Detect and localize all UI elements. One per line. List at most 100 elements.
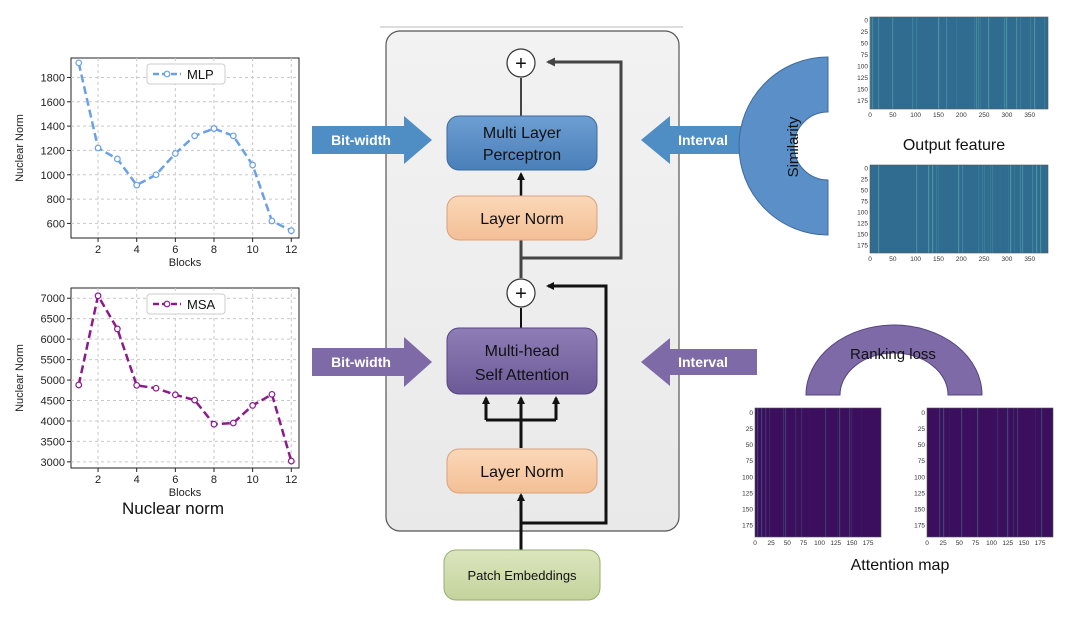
attn-right-stripe (949, 408, 951, 537)
feature-top-stripe (904, 17, 906, 109)
feature-top-stripe (978, 17, 980, 109)
mlp-x-tick-label: 4 (134, 244, 140, 256)
interval-bottom-label: Interval (678, 354, 728, 370)
attn-left-stripe (761, 408, 763, 537)
attn-right-x-tick-label: 25 (940, 540, 948, 547)
attn-left-y-tick-label: 0 (749, 410, 753, 417)
mlp-box (446, 115, 598, 171)
attn-right-y-tick-label: 25 (918, 426, 926, 433)
feature-bottom-stripe (1020, 165, 1022, 253)
feature-bottom-stripe (938, 165, 940, 253)
mlp-y-tick-label: 600 (47, 218, 65, 230)
feature-top-stripe (872, 17, 874, 109)
attn-right-stripe (957, 408, 959, 537)
feature-bottom-y-tick-label: 175 (857, 242, 868, 249)
feature-bottom-stripe (988, 165, 990, 253)
feature-bottom-stripe (928, 165, 930, 253)
mlp-data-point (268, 217, 276, 225)
msa-label-line2: Self Attention (475, 367, 569, 384)
mlp-y-tick-label: 1600 (41, 97, 65, 109)
add-symbol-top: + (515, 53, 527, 75)
feature-top-y-tick-label: 75 (861, 52, 869, 59)
mlp-legend-marker (163, 70, 171, 78)
feature-top-x-tick-label: 250 (979, 112, 990, 119)
attn-right-y-tick-label: 175 (914, 523, 925, 530)
feature-bottom-stripe (1040, 165, 1042, 253)
feature-top-stripe (1006, 17, 1008, 109)
mlp-data-point (287, 227, 295, 235)
attn-left-stripe (825, 408, 827, 537)
attn-left-x-tick-label: 125 (830, 540, 841, 547)
feature-bottom-stripe (962, 165, 964, 253)
bitwidth-bottom-label: Bit-width (331, 354, 391, 370)
output-feature-caption: Output feature (903, 137, 1005, 154)
bitwidth-arrow-bottom (312, 337, 432, 387)
mlp-x-tick-label: 6 (172, 244, 178, 256)
feature-bottom-x-tick-label: 0 (868, 256, 872, 263)
mlp-label-line1: Multi Layer (483, 125, 562, 142)
feature-top-x-tick-label: 300 (1001, 112, 1012, 119)
attn-right-y-tick-label: 100 (914, 474, 925, 481)
attn-right-y-tick-label: 0 (921, 410, 925, 417)
ranking-loss-label: Ranking loss (850, 346, 936, 363)
feature-bottom-y-tick-label: 0 (864, 165, 868, 172)
attn-left-stripe (757, 408, 759, 537)
mlp-x-axis-label: Blocks (169, 257, 202, 269)
attn-right-stripe (1017, 408, 1019, 537)
mlp-x-tick-label: 2 (95, 244, 101, 256)
mlp-y-axis-label: Nuclear Norm (14, 114, 26, 182)
attn-left-x-tick-label: 175 (863, 540, 874, 547)
feature-bottom-stripe (1032, 165, 1034, 253)
mlp-data-point (113, 155, 121, 163)
feature-bottom-stripe (978, 165, 980, 253)
interval-top-label: Interval (678, 132, 728, 148)
residual-path-bottom (521, 282, 608, 525)
msa-data-point (171, 391, 179, 399)
attn-left-stripe (801, 408, 803, 537)
mlp-label-line2: Perceptron (483, 147, 561, 164)
interval-arrow-top (641, 116, 757, 164)
feature-bottom-stripe (982, 165, 984, 253)
mlp-y-tick-label: 1400 (41, 121, 65, 133)
feature-top-stripe (946, 17, 948, 109)
patch-embeddings-box (443, 549, 601, 601)
msa-data-point (268, 390, 276, 398)
feature-top-frame (869, 16, 1049, 110)
layer-norm-top-box (446, 195, 598, 241)
attn-right-x-tick-label: 0 (925, 540, 929, 547)
layer-norm-bottom-box (446, 448, 598, 494)
msa-y-tick-label: 4000 (41, 416, 65, 428)
attn-left-x-tick-label: 150 (846, 540, 857, 547)
attn-left-stripe (861, 408, 863, 537)
attn-left-y-tick-label: 175 (742, 523, 753, 530)
attn-right-x-tick-label: 50 (956, 540, 964, 547)
feature-bottom-y-tick-label: 50 (861, 187, 869, 194)
attn-right-x-tick-label: 175 (1035, 540, 1046, 547)
feature-bottom-x-tick-label: 250 (979, 256, 990, 263)
msa-data-point (94, 292, 102, 300)
bitwidth-top-label: Bit-width (331, 132, 391, 148)
attn-right-stripe (1007, 408, 1009, 537)
feature-top-y-tick-label: 0 (864, 17, 868, 24)
attn-right-y-tick-label: 150 (914, 507, 925, 514)
attn-right-y-tick-label: 125 (914, 490, 925, 497)
msa-y-tick-label: 3000 (41, 457, 65, 469)
feature-top-y-tick-label: 175 (857, 98, 868, 105)
attn-right-y-tick-label: 50 (918, 442, 926, 449)
feature-top-x-tick-label: 100 (910, 112, 921, 119)
mlp-y-tick-label: 1200 (41, 145, 65, 157)
mlp-x-tick-label: 10 (247, 244, 259, 256)
feature-top-stripe (1044, 17, 1046, 109)
feature-bottom-stripe (936, 165, 938, 253)
attn-right-stripe (939, 408, 941, 537)
msa-x-tick-label: 2 (95, 474, 101, 486)
attn-right-stripe (1013, 408, 1015, 537)
msa-label-line1: Multi-head (485, 343, 560, 360)
attn-left-y-tick-label: 100 (742, 474, 753, 481)
attn-right-stripe (977, 408, 979, 537)
feature-top-x-tick-label: 350 (1024, 112, 1035, 119)
